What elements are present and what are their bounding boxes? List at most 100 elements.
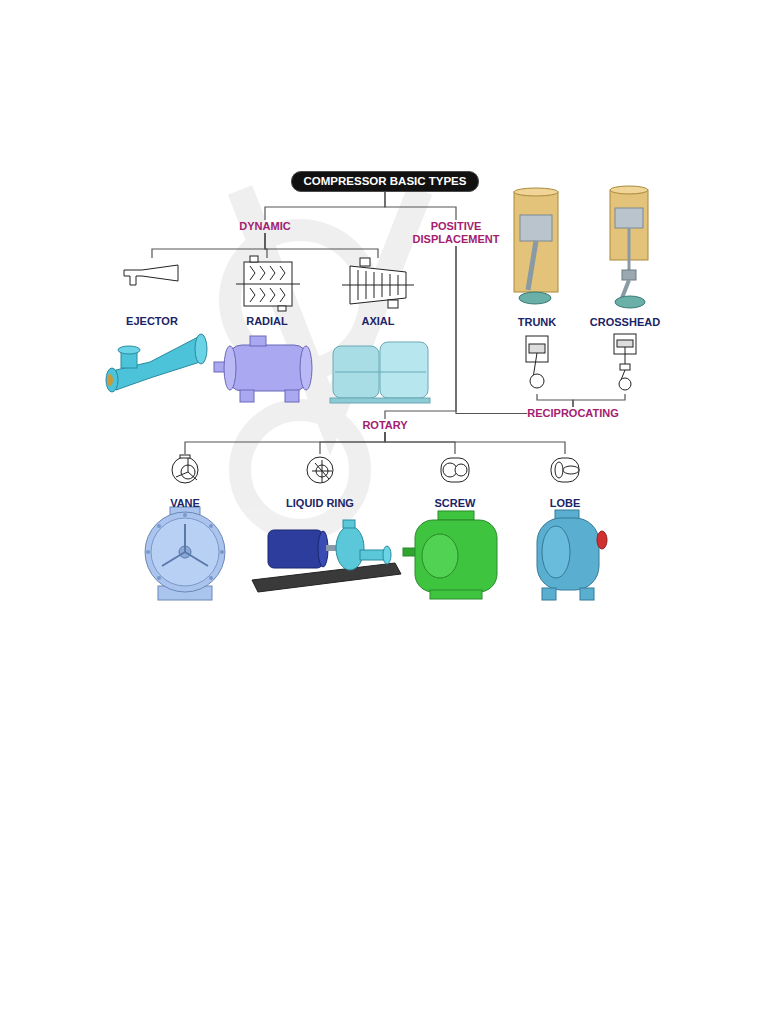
vane-icon [172,455,198,483]
lobe-illustration-part [580,588,594,600]
lobe-illustration [537,510,607,600]
title-text: COMPRESSOR BASIC TYPES [304,175,467,188]
radial-illustration-part [240,390,254,402]
vane-illustration-part-part [157,576,161,580]
vane-illustration-part [151,518,219,586]
crosshead-illustration-part [628,228,631,272]
vane-illustration-part-part [157,524,161,528]
vane-icon-part [172,457,198,483]
category-text: RECIPROCATING [527,407,618,420]
lobe-icon [551,458,579,482]
lobe-icon-part [563,466,579,474]
crosshead-illustration-part [622,280,629,298]
lobe-illustration-part [542,526,570,578]
radial-illustration-part [285,390,299,402]
ejector-illustration-part [195,334,207,364]
trunk-illustration-part [514,188,558,196]
radial-illustration-part [228,345,308,391]
ejector-illustration [106,334,207,392]
ejector-icon [124,265,178,285]
tree-connector [537,394,573,407]
radial-icon-part [250,288,285,302]
vane-illustration-part [145,512,225,592]
liquid-ring-icon [307,457,333,483]
type-node: RADIAL [230,258,304,328]
screw-illustration-part [438,511,474,520]
tree-connector [456,246,527,414]
type-label: SCREW [435,497,476,510]
axial-icon [342,258,414,308]
type-node: CROSSHEAD [583,316,667,394]
category-text: ROTARY [362,419,407,432]
ejector-illustration-part [106,368,118,392]
type-node: LOBE [533,454,597,510]
ejector-illustration-part [107,374,113,386]
trunk-illustration-part [528,241,536,290]
title-pill: COMPRESSOR BASIC TYPES [291,171,480,192]
tree-connector [385,432,455,454]
type-node: EJECTOR [110,258,194,328]
trunk-illustration [514,188,558,304]
crosshead-illustration [610,186,648,308]
tree-connector [385,432,565,454]
vane-illustration-part [162,524,208,566]
liquid-ring-illustration-part [336,526,364,570]
radial-icon-part [250,266,285,280]
liquid-ring-illustration-part [383,546,391,564]
category-label: DYNAMIC [239,220,290,233]
ejector-illustration-part [118,346,140,354]
axial-illustration [330,342,430,403]
vane-icon-part [180,455,190,458]
type-label: LOBE [550,497,581,510]
type-label: AXIAL [362,315,395,328]
vane-illustration [145,507,225,600]
liquid-ring-illustration-part [360,550,385,560]
axial-icon-part [388,300,398,308]
crosshead-illustration-part [610,186,648,194]
type-node: AXIAL [341,258,415,328]
type-node: LIQUID RING [277,454,363,510]
liquid-ring-illustration-part [268,530,323,568]
liquid-ring-illustration [252,520,401,592]
category-text: POSITIVE DISPLACEMENT [408,220,504,246]
tree-connector [385,192,456,221]
trunk-illustration-part [514,192,558,292]
type-label: TRUNK [518,316,557,329]
crosshead-illustration-part [622,270,636,280]
vane-illustration-part-part [183,513,187,517]
type-label: LIQUID RING [286,497,354,510]
axial-icon-part [342,285,414,286]
watermark-part [240,410,360,530]
axial-icon-part [360,258,370,266]
tree-connector [320,432,385,454]
type-node: SCREW [423,454,487,510]
radial-icon-part [250,256,258,262]
type-node: TRUNK [504,316,570,394]
axial-illustration-part [380,342,428,398]
screw-icon-part [441,458,469,482]
crosshead-icon-part [625,347,626,364]
vane-illustration-part [146,513,224,580]
type-node: VANE [153,454,217,510]
axial-icon-part [358,270,398,300]
trunk-illustration-part [520,215,552,241]
crosshead-icon-part [620,364,630,370]
category-text: DYNAMIC [239,220,290,233]
vane-illustration-part-part [146,550,150,554]
lobe-icon-part [551,458,579,482]
crosshead-illustration-part [615,296,645,308]
liquid-ring-illustration-part [343,520,355,528]
crosshead-icon-part [619,378,631,390]
screw-illustration-part [430,590,482,599]
lobe-illustration-part [537,518,599,590]
ejector-illustration-part [116,336,200,390]
screw-icon [441,458,469,482]
liquid-ring-icon-part [307,457,333,483]
lobe-illustration-part [542,588,556,600]
trunk-icon-part [526,336,548,362]
category-label: POSITIVE DISPLACEMENT [408,220,504,246]
tree-connector [385,246,456,419]
tree-connector [265,192,385,221]
